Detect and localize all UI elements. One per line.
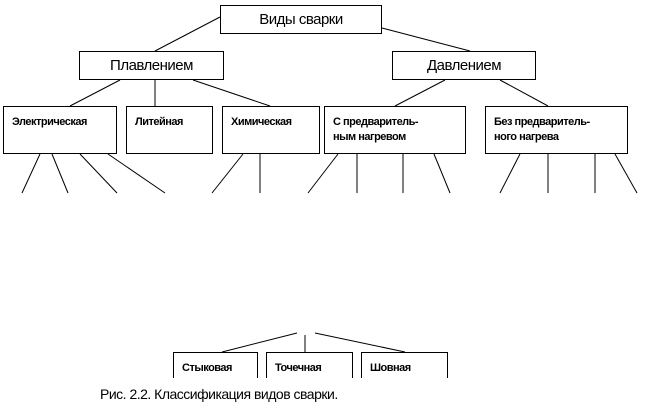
node-welding-types: Виды сварки	[220, 5, 382, 34]
node-fusion: Плавлением	[79, 51, 224, 80]
node-spot: Точечная	[266, 352, 353, 378]
node-pressure: Давлением	[392, 51, 536, 80]
node-chemical: Химическая	[222, 106, 320, 154]
node-without-preheating: Без предваритель- ного нагрева	[485, 106, 628, 154]
node-butt: Стыковая	[173, 352, 258, 378]
node-electric: Электрическая	[3, 106, 117, 154]
node-with-preheating: С предваритель- ным нагревом	[324, 106, 466, 154]
node-seam: Шовная	[361, 352, 448, 378]
node-casting: Литейная	[126, 106, 213, 154]
figure-caption: Рис. 2.2. Классификация видов сварки.	[100, 386, 338, 402]
